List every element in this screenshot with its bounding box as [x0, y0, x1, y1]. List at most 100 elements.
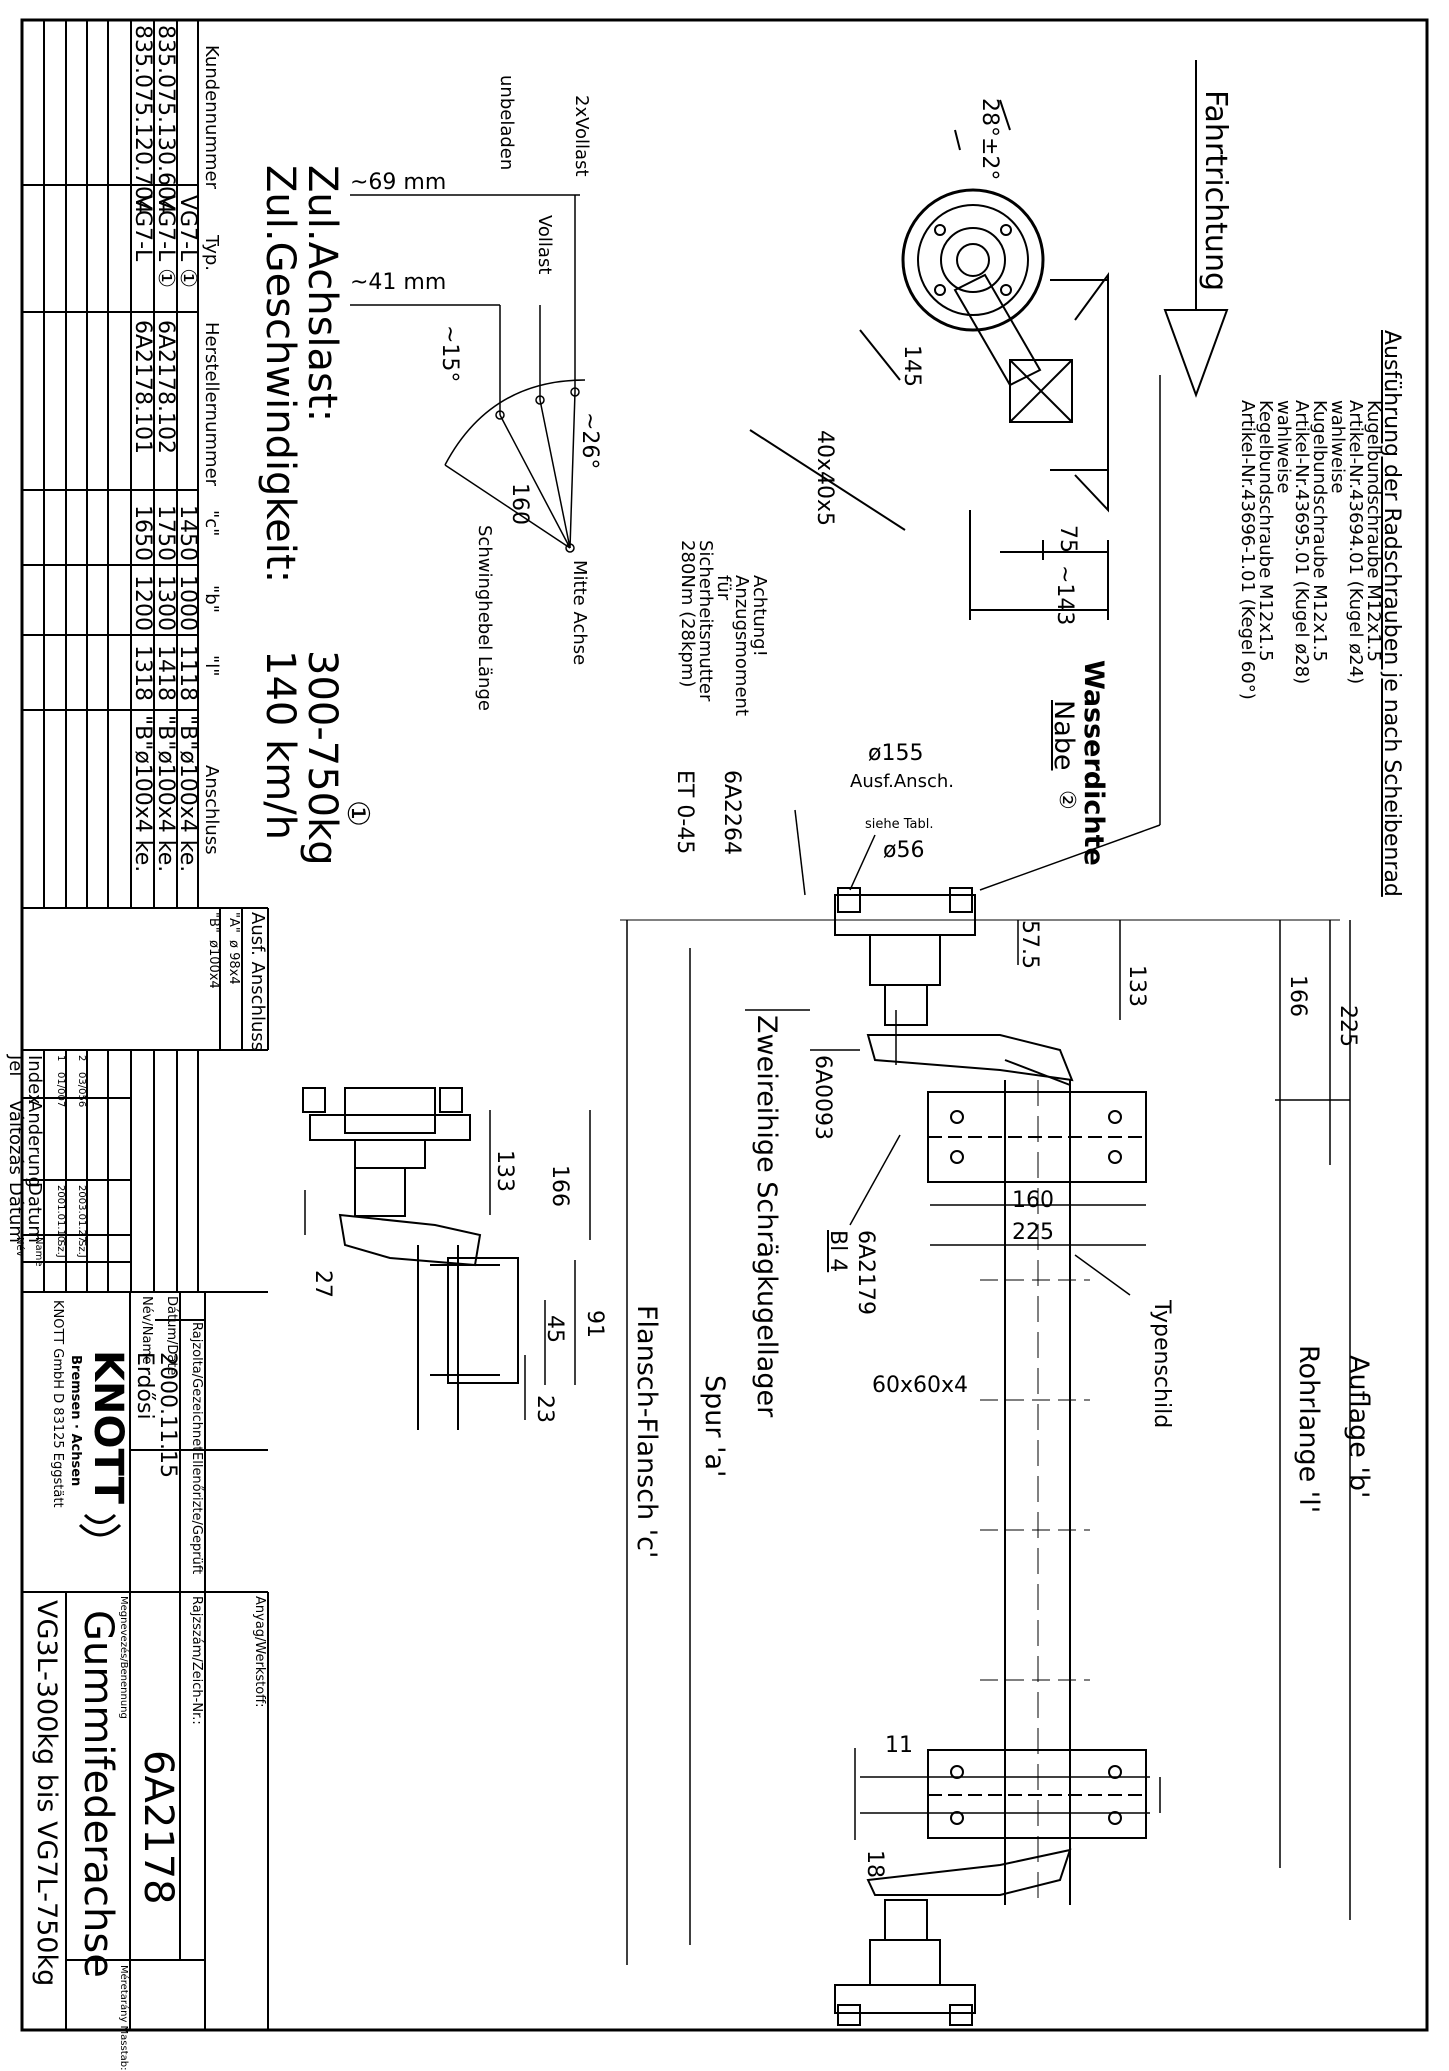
dim-133: 133: [1124, 965, 1149, 1007]
flansch-label: Flansch-Flansch 'c': [631, 1305, 662, 1559]
achslast-value: 300-750kg: [299, 650, 345, 866]
rev1-name: Sz.J: [55, 1240, 66, 1258]
angle-top-label: 28°±2°: [977, 98, 1002, 181]
bolt-line-7: Kegelbundschraube M12x1.5: [1255, 400, 1276, 662]
side-dim-27: 27: [310, 1270, 335, 1298]
vollast-2x-label: 2xVollast: [571, 95, 592, 177]
dim-143: ~143: [1052, 565, 1077, 626]
company-line-1: Bremsen · Achsen: [68, 1355, 83, 1487]
mm-69: ~69 mm: [350, 170, 447, 195]
bolt-line-4: Kugelbundschraube M12x1.5: [1309, 400, 1330, 662]
dim-57-5: 57.5: [1017, 920, 1042, 969]
mm-41: ~41 mm: [350, 270, 447, 295]
achslast-label: Zul.Achslast:: [299, 165, 345, 423]
rev-footer2-index: Jel: [5, 1055, 26, 1077]
anschluss-b-val: ø100x4: [206, 940, 221, 989]
et-label: ET 0-45: [672, 770, 697, 855]
bolt-line-2: Artikel-Nr.43694.01 (Kugel ø24): [1345, 400, 1366, 685]
anschluss-title: Ausf. Anschluss: [247, 912, 268, 1052]
caution-1: Achtung!: [749, 575, 770, 657]
rev-footer2-change: Változás: [5, 1100, 26, 1175]
row2-hersteller: 6A2178.102: [153, 320, 178, 455]
row3-l: 1318: [130, 645, 155, 701]
dim-18: 18: [862, 1850, 887, 1878]
rev-footer-date: Datum: [24, 1182, 45, 1243]
row3-anschluss: "B"ø100x4 ke.: [130, 715, 155, 873]
th-typ: Typ.: [201, 235, 222, 271]
company-line-2: KNOTT GmbH D 83125 Eggstätt: [50, 1300, 65, 1508]
material-label: Anyag/Werkstoff:: [252, 1596, 267, 1708]
typenschild-label: Typenschild: [1149, 1300, 1174, 1429]
side-dim-23: 23: [532, 1395, 557, 1423]
part-6A2264: 6A2264: [719, 770, 744, 856]
ausf-ansch: Ausf.Ansch.: [850, 771, 954, 792]
rev2-date: 2003.01.27: [76, 1185, 87, 1243]
dim-profile: 40x40x5: [812, 430, 837, 527]
bl4-label: Bl 4: [825, 1230, 850, 1273]
leader-lines: [745, 375, 1161, 1296]
th-c: "c": [201, 510, 222, 537]
rev-footer-index: Index: [24, 1055, 45, 1105]
anschluss-a-val: ø 98x4: [226, 940, 241, 985]
hub-title-2: Nabe: [1048, 700, 1079, 771]
spur-label: Spur 'a': [699, 1375, 730, 1478]
bolt-line-3: wahlweise: [1327, 400, 1348, 494]
anschluss-a-key: "A": [226, 912, 241, 933]
rev1-date: 2001.01.10: [55, 1185, 66, 1243]
rev2-name: Sz.J: [76, 1240, 87, 1258]
drawing-no: 6A2178: [135, 1750, 181, 1905]
row2-c: 1750: [153, 505, 178, 561]
name-value: Erdősi: [132, 1352, 157, 1420]
side-dim-166: 166: [547, 1165, 572, 1207]
th-l: "l": [201, 655, 222, 677]
unbeladen-label: unbeladen: [496, 75, 517, 171]
drawing-no-label: Rajzszám/Zeich-Nr.:: [189, 1596, 204, 1725]
rohrlange-label: Rohrlange 'l': [1293, 1345, 1324, 1514]
achslast-circ-1: ①: [340, 800, 375, 827]
speed-value: 140 km/h: [257, 650, 303, 841]
tube-size: 60x60x4: [872, 1373, 969, 1398]
row1-typ: VG7-L ①: [175, 195, 200, 289]
side-dim-45: 45: [542, 1315, 567, 1343]
dim-225b: 225: [1012, 1220, 1054, 1245]
rev-footer2-date: Dátum: [5, 1182, 26, 1243]
dim-d155: ø155: [868, 741, 924, 766]
schwinghebel-label: Schwinghebel Länge: [474, 525, 495, 711]
rev1-index: 1: [55, 1055, 66, 1062]
bolt-line-6: wahlweise: [1273, 400, 1294, 494]
dim-166: 166: [1285, 975, 1310, 1017]
hub-circ-2: ②: [1054, 790, 1079, 810]
caution-4: Sicherheitsmutter: [695, 540, 716, 702]
row1-b: 1000: [175, 575, 200, 631]
title-block-grid: [21, 1291, 269, 2030]
deg-26: ~26°: [577, 412, 602, 470]
bolt-line-1: Kugelbundschraube M12x1.5: [1363, 400, 1384, 662]
dim-145: 145: [899, 345, 924, 387]
speed-label: Zul.Geschwindigkeit:: [257, 165, 303, 584]
checked-label: Ellenőrizte/Geprüft: [189, 1452, 204, 1575]
dim-160: 160: [1012, 1188, 1054, 1213]
rev-footer-change: Anderung: [24, 1100, 45, 1188]
drawn-label: Rajzolta/Gezeichnet: [189, 1322, 204, 1452]
row3-c: 1650: [130, 505, 155, 561]
siehe-tabl: siehe Tabl.: [865, 817, 934, 832]
row3-kundennummer: 835.075.120.704: [130, 25, 155, 214]
part-6A2179: 6A2179: [853, 1230, 878, 1316]
axle-dimensions: [626, 920, 1351, 1965]
row1-c: 1450: [175, 505, 200, 561]
vollast-label: Vollast: [534, 215, 555, 275]
side-view: [302, 1087, 591, 1430]
customer-table-grid: [22, 20, 268, 909]
row3-b: 1200: [130, 575, 155, 631]
hub-title: Wasserdichte: [1078, 660, 1109, 866]
row2-anschluss: "B"ø100x4 ke.: [153, 715, 178, 873]
suspension-geometry: [350, 194, 586, 553]
row2-kundennummer: 835.075.130.604: [153, 25, 178, 214]
dim-d56: ø56: [883, 838, 925, 863]
th-anschluss: Anschluss: [201, 765, 222, 855]
designation: Gummifederachse: [75, 1610, 121, 1978]
direction-label: Fahrtrichtung: [1198, 90, 1233, 292]
company-logo: KNOTT: [85, 1350, 131, 1504]
